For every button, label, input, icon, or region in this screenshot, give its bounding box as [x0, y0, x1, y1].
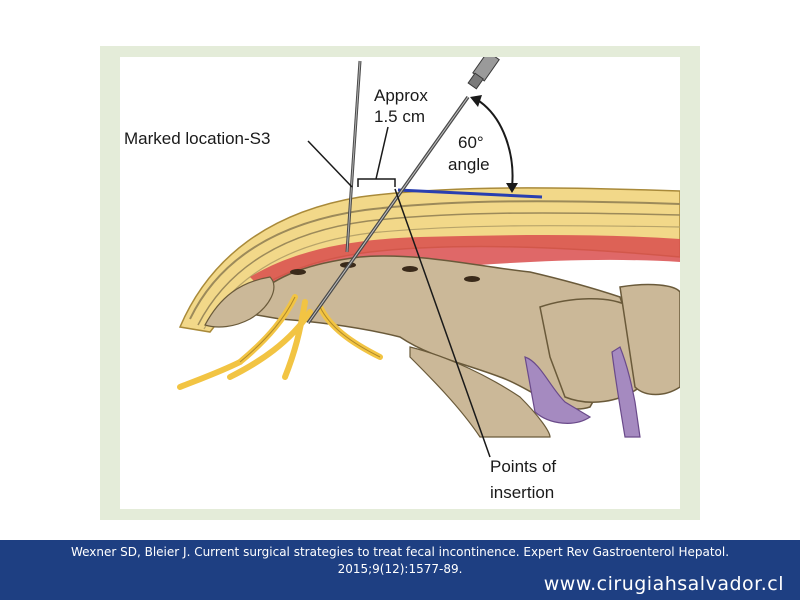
citation-text: Wexner SD, Bleier J. Current surgical st… [70, 545, 730, 576]
distance-bracket [357, 178, 396, 187]
needle-hub [467, 57, 500, 90]
marked-location-label: Marked location-S3 [124, 129, 271, 148]
angle-label-line2: angle [448, 155, 490, 174]
intervertebral-disc-2 [611, 346, 641, 438]
sacral-foramen-4 [464, 276, 480, 282]
insertion-leader [394, 188, 491, 458]
vertebra-body-2 [619, 283, 680, 396]
points-of-insertion-label-line1: Points of [490, 457, 557, 476]
angle-label-line1: 60° [458, 133, 484, 152]
points-of-insertion-label-line2: insertion [490, 483, 555, 502]
footer-bar: Wexner SD, Bleier J. Current surgical st… [0, 540, 800, 600]
skin-layer-line-2 [197, 212, 680, 326]
lower-bone-mass [409, 346, 551, 438]
skin-layer-line-1 [189, 200, 680, 320]
approx-label-line1: Approx [374, 86, 428, 105]
skin-layer-line-3 [203, 225, 680, 330]
sacral-diagram-svg [177, 57, 680, 458]
skin-reference-line [397, 188, 543, 199]
sacral-foramen-1 [290, 269, 306, 275]
website-url: www.cirugiahsalvador.cl [543, 573, 784, 595]
coccyx-bone [204, 276, 275, 328]
sacral-foramen-3 [402, 266, 418, 272]
approx-label-line2: 1.5 cm [374, 107, 426, 126]
intervertebral-disc-1 [524, 356, 592, 424]
sacral-anatomy-illustration: Marked location-S3 Approx 1.5 cm 60° ang… [120, 57, 680, 509]
marked-location-leader [307, 140, 353, 188]
sacral-nerves-outline [239, 296, 381, 363]
angle-arc [475, 98, 514, 188]
